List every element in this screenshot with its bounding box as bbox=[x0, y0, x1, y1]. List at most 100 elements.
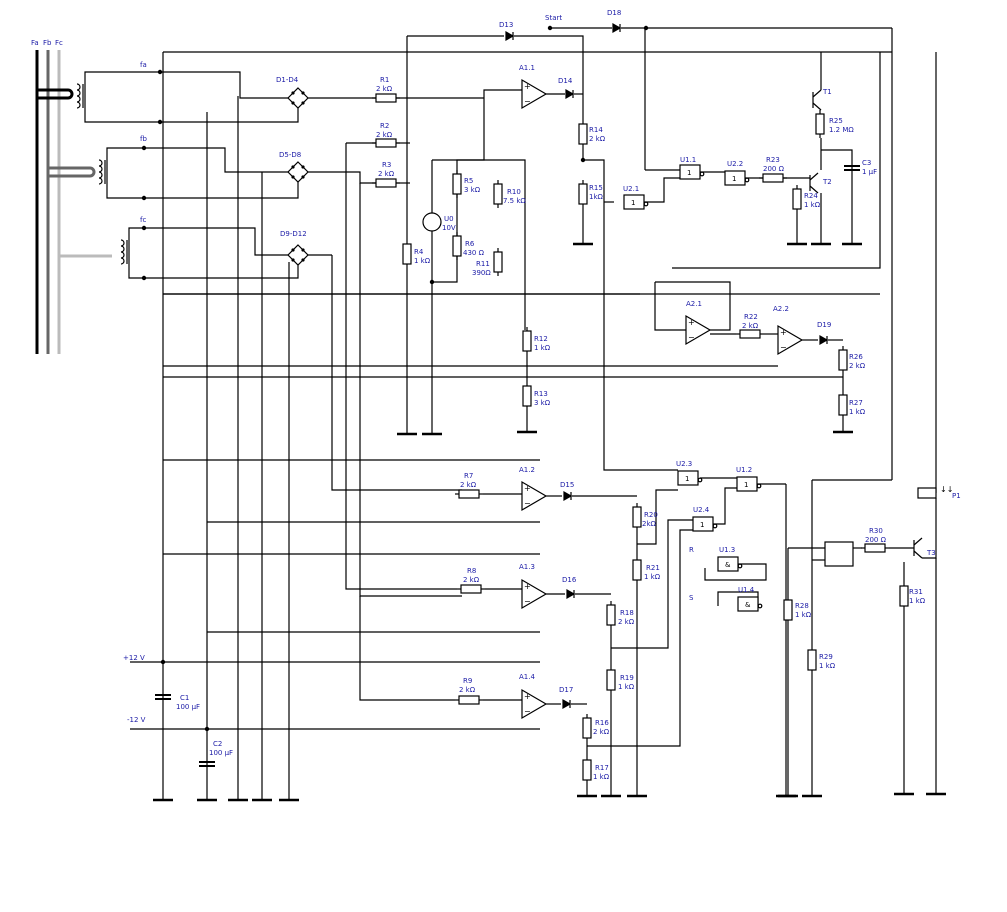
bridge-diode bbox=[301, 165, 305, 169]
gate-label: U1.2 bbox=[736, 466, 752, 474]
resistor-name: R15 bbox=[589, 184, 603, 192]
resistor-name: R2 bbox=[380, 122, 389, 130]
opamp bbox=[521, 688, 548, 720]
source-value: 10V bbox=[442, 224, 456, 232]
diode bbox=[505, 30, 515, 42]
resistor-name: R8 bbox=[467, 567, 476, 575]
relay-label: P1 bbox=[952, 492, 961, 500]
opamp-plus: + bbox=[524, 484, 531, 493]
junction-dot bbox=[429, 279, 435, 285]
wire bbox=[672, 52, 881, 269]
resistor bbox=[375, 138, 397, 148]
junction-dot bbox=[157, 119, 163, 125]
transformer-winding bbox=[76, 89, 81, 97]
bridge-diode bbox=[301, 258, 305, 262]
resistor-value: 1 kΩ bbox=[534, 344, 551, 352]
resistor-name: R7 bbox=[464, 472, 473, 480]
resistor-name: R6 bbox=[465, 240, 475, 248]
diode-label: D17 bbox=[559, 686, 573, 694]
gate-symbol: 1 bbox=[631, 199, 635, 207]
resistor-value: 1 kΩ bbox=[819, 662, 836, 670]
diode bbox=[819, 334, 829, 346]
resistor-value: 2kΩ bbox=[642, 520, 657, 528]
wire bbox=[345, 143, 457, 590]
opamp-minus: − bbox=[524, 499, 531, 508]
resistor-value: 3 kΩ bbox=[464, 186, 481, 194]
diode bbox=[565, 88, 575, 100]
gate-inversion bbox=[737, 563, 743, 569]
wire bbox=[483, 89, 522, 98]
gate-label: U1.1 bbox=[680, 156, 696, 164]
bridge-diode bbox=[291, 175, 295, 179]
resistor-name: R5 bbox=[464, 177, 473, 185]
resistor-value: 2 kΩ bbox=[593, 728, 610, 736]
gate-label: U2.1 bbox=[623, 185, 639, 193]
resistor bbox=[452, 235, 462, 257]
transformer-winding bbox=[76, 83, 81, 91]
diode-bridge bbox=[287, 87, 309, 109]
transistor-collector bbox=[809, 172, 819, 181]
gate-symbol: 1 bbox=[744, 481, 748, 489]
wire bbox=[128, 264, 299, 279]
wire bbox=[704, 563, 767, 581]
transformer-winding bbox=[120, 245, 125, 253]
opamp-label: A2.2 bbox=[773, 305, 789, 313]
bus-label-b: Fb bbox=[43, 39, 52, 47]
resistor-name: R13 bbox=[534, 390, 548, 398]
transformer-winding bbox=[76, 101, 81, 109]
phase-label-c: fc bbox=[140, 216, 146, 224]
resistor-value: 1 kΩ bbox=[593, 773, 610, 781]
transistor-collector bbox=[913, 537, 923, 546]
logic-gate bbox=[737, 596, 759, 612]
relay-arrow: ↓↓ bbox=[940, 485, 953, 494]
transistor-emitter bbox=[809, 185, 819, 194]
resistor bbox=[739, 329, 761, 339]
diode bbox=[563, 490, 573, 502]
gate-inversion bbox=[699, 171, 705, 177]
resistor bbox=[375, 93, 397, 103]
gate-inversion bbox=[744, 177, 750, 183]
wire bbox=[84, 71, 288, 99]
resistor-value: 1.2 MΩ bbox=[829, 126, 854, 134]
junction-dot bbox=[643, 25, 649, 31]
bus-tap-b bbox=[48, 166, 96, 178]
resistor bbox=[838, 349, 848, 371]
resistor bbox=[815, 113, 825, 135]
opamp-plus: + bbox=[524, 82, 531, 91]
resistor-value: 1 kΩ bbox=[414, 257, 431, 265]
wire bbox=[583, 159, 678, 471]
wire bbox=[331, 255, 462, 491]
transistor-emitter bbox=[812, 102, 822, 111]
wire bbox=[432, 159, 526, 330]
resistor bbox=[578, 183, 588, 205]
capacitor-name: C1 bbox=[180, 694, 189, 702]
resistor bbox=[762, 173, 784, 183]
logic-gate bbox=[717, 556, 739, 572]
opamp-minus: − bbox=[524, 707, 531, 716]
opamp-label: A1.3 bbox=[519, 563, 535, 571]
transistor-label: T2 bbox=[822, 178, 832, 186]
diode bbox=[566, 588, 576, 600]
rs-flipflop bbox=[824, 541, 854, 567]
diode-bridge bbox=[287, 244, 309, 266]
wire bbox=[359, 596, 455, 701]
bridge-diode bbox=[301, 91, 305, 95]
resistor bbox=[578, 123, 588, 145]
resistor bbox=[493, 183, 503, 205]
resistor-name: R31 bbox=[909, 588, 923, 596]
resistor-value: 2 kΩ bbox=[463, 576, 480, 584]
resistor bbox=[458, 489, 480, 499]
diode-bridge bbox=[287, 161, 309, 183]
opamp-label: A1.2 bbox=[519, 466, 535, 474]
resistor-value: 1 kΩ bbox=[849, 408, 866, 416]
start-label: Start bbox=[545, 14, 562, 22]
gate-symbol: 1 bbox=[687, 169, 691, 177]
logic-gate bbox=[692, 516, 714, 532]
opamp bbox=[521, 78, 548, 110]
transistor-label: T3 bbox=[926, 549, 936, 557]
resistor-value: 390Ω bbox=[472, 269, 491, 277]
transformer-winding bbox=[76, 95, 81, 103]
resistor-value: 2 kΩ bbox=[376, 131, 393, 139]
junction-dot bbox=[160, 659, 166, 665]
resistor-name: R17 bbox=[595, 764, 609, 772]
